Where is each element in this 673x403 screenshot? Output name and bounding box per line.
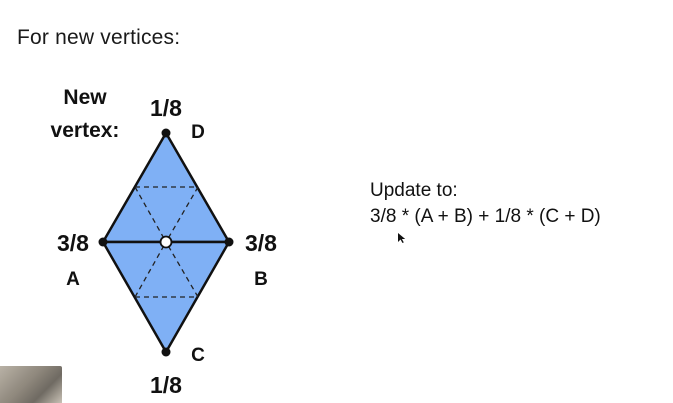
update-rule-formula: 3/8 * (A + B) + 1/8 * (C + D) [370,206,601,227]
mouse-pointer-icon [398,233,406,243]
update-rule-title: Update to: [370,180,458,201]
subdivision-dashes [134,186,199,298]
new-vertex-dot [159,235,173,249]
vertex-C-dot [161,347,171,357]
weight-C: 1/8 [150,372,182,398]
slide-heading: For new vertices: [17,26,181,49]
vertex-A-label: A [66,269,80,290]
vertex-D-dot [161,128,171,138]
vertex-B-dot [224,237,234,247]
weight-B: 3/8 [245,230,277,256]
weight-A: 3/8 [57,230,89,256]
update-rule: Update to: 3/8 * (A + B) + 1/8 * (C + D) [370,178,601,230]
vertex-B-label: B [254,269,268,290]
vertex-A-dot [98,237,108,247]
vertex-D-label: D [191,122,205,143]
vertex-C-label: C [191,345,205,366]
new-vertex-label-line1: New [63,86,107,109]
new-vertex-label-line2: vertex: [51,119,120,142]
weight-D: 1/8 [150,95,182,121]
presenter-webcam-thumbnail [0,366,62,403]
